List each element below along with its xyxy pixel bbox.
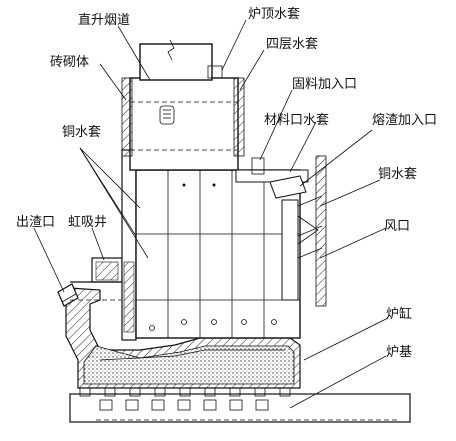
label-brickwork: 砖砌体: [50, 55, 89, 70]
label-slag-feed-inlet: 熔渣加入口: [372, 113, 437, 128]
right-structure: [235, 155, 327, 307]
label-copper-jacket-left: 铜水套: [62, 124, 101, 140]
label-slag-outlet: 出渣口: [16, 215, 55, 230]
label-hearth: 炉缸: [386, 306, 412, 322]
left-wall: [121, 149, 137, 341]
label-feed-port-jacket: 材料口水套: [264, 112, 329, 128]
hearth-body: [65, 287, 301, 389]
straight-flue: [139, 39, 223, 81]
label-copper-jacket-right: 铜水套: [378, 166, 417, 182]
label-straight-flue: 直升烟道: [78, 13, 130, 28]
label-tuyere: 风口: [384, 219, 410, 234]
upper-jacket-block: [121, 77, 245, 171]
label-top-water-jacket: 炉顶水套: [248, 6, 300, 22]
label-foundation: 炉基: [386, 345, 412, 360]
label-four-layer-jacket: 四层水套: [266, 36, 318, 52]
copper-jacket-shaft: [135, 169, 301, 339]
leader-lines: [33, 19, 389, 409]
label-siphon-well: 虹吸井: [68, 215, 107, 230]
foundation-block: [69, 387, 411, 423]
label-solid-feed-inlet: 固料加入口: [292, 77, 357, 92]
